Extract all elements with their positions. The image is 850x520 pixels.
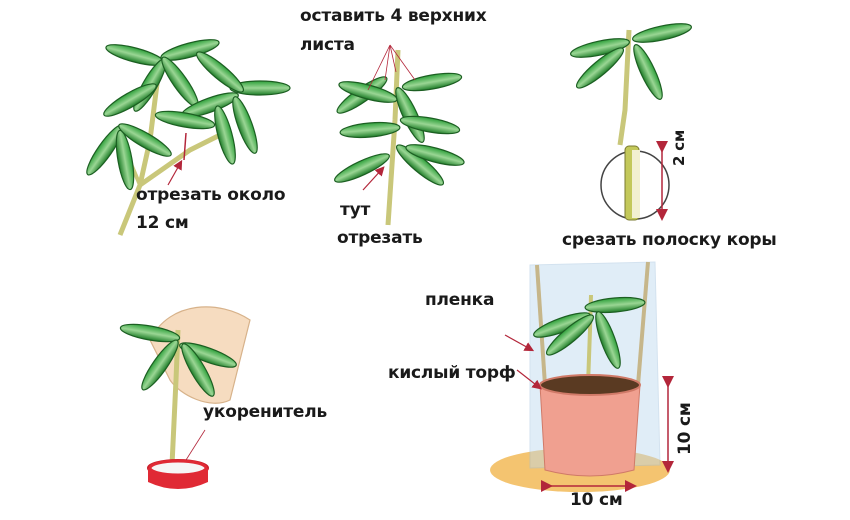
branch-plant: [81, 34, 291, 236]
strip-bark-plant: [568, 19, 694, 221]
pot-height-label: 10 см: [675, 402, 695, 455]
cut-mark: [183, 132, 187, 161]
strip-bark-label: срезать полоску коры: [562, 230, 777, 250]
rooting-label: укоренитель: [203, 402, 328, 422]
cut-branch-label-line1: отрезать около: [136, 185, 286, 205]
keep-leaves-label-line2: листа: [300, 35, 355, 55]
pot-assembly: [490, 261, 674, 492]
film-label: пленка: [425, 290, 495, 310]
rooting-plant: [118, 306, 251, 489]
bark-measure-label: 2 см: [670, 129, 688, 166]
keep-leaves-label-line1: оставить 4 верхних: [300, 6, 487, 26]
peat-label: кислый торф: [388, 363, 516, 383]
cut-branch-label-line2: 12 см: [136, 213, 189, 233]
cut-here-label-line1: тут: [340, 200, 371, 220]
pot-width-label: 10 см: [570, 490, 623, 510]
cut-here-label-line2: отрезать: [337, 228, 423, 248]
arrow: [167, 159, 183, 186]
keep-leaves-plant: [331, 44, 467, 226]
